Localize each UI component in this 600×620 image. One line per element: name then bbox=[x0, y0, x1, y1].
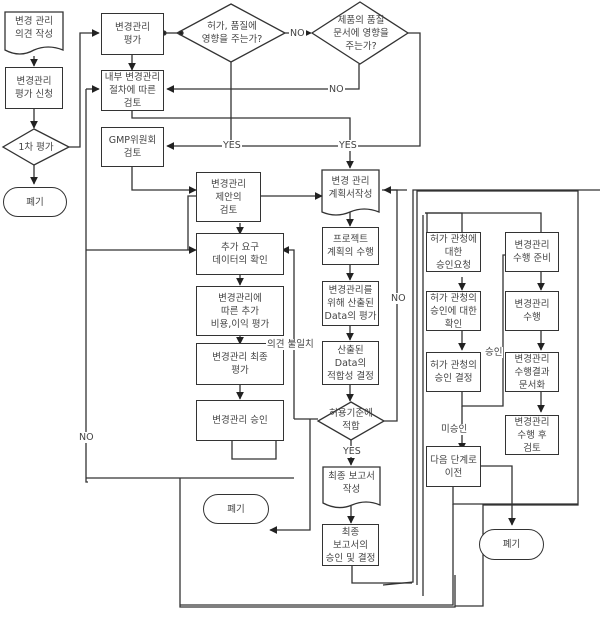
node-plan: 변경 관리 계획서작성 bbox=[328, 176, 373, 200]
node-auth-confirm: 허가 관청의 승인에 대한 확인 bbox=[426, 291, 481, 331]
label-disagree: 의견 불일치 bbox=[266, 339, 315, 350]
node-report: 최종 보고서 작성 bbox=[328, 471, 375, 495]
node-cost: 변경관리에 따른 추가 비용,이익 평가 bbox=[196, 286, 284, 336]
node-project: 프로젝트 계획의 수행 bbox=[322, 227, 379, 265]
node-decision-quality: 허가, 품질에 영향을 주는가? bbox=[201, 21, 263, 45]
decision-doc-shape bbox=[310, 1, 410, 65]
node-extra-data: 추가 요구 데이터의 확인 bbox=[196, 233, 284, 275]
node-discard-2: 폐기 bbox=[203, 494, 269, 524]
label-no-1: NO bbox=[289, 28, 306, 39]
node-auth-decision: 허가 관청의 승인 결정 bbox=[426, 352, 481, 392]
node-document: 변경관리 수행결과 문서화 bbox=[505, 352, 559, 392]
node-eval: 변경관리 평가 bbox=[101, 13, 164, 55]
opinion-doc-shape bbox=[4, 11, 64, 55]
node-perform: 변경관리 수행 bbox=[505, 291, 559, 331]
label-yes-1: YES bbox=[222, 140, 242, 151]
node-proposal: 변경관리 제안의 검토 bbox=[196, 172, 261, 222]
label-approved: 승인 bbox=[484, 347, 504, 358]
node-data-fit: 산출된 Data의 적합성 결정 bbox=[322, 341, 379, 385]
node-first-eval: 1차 평가 bbox=[18, 141, 54, 153]
node-prep: 변경관리 수행 준비 bbox=[505, 232, 559, 272]
node-decision-criteria: 허용기준에 적합 bbox=[329, 408, 373, 432]
node-discard-1: 폐기 bbox=[3, 187, 67, 217]
node-approve: 변경관리 승인 bbox=[196, 400, 284, 441]
label-no-4: NO bbox=[78, 432, 95, 443]
label-no-2: NO bbox=[328, 84, 345, 95]
label-no-3: NO bbox=[390, 293, 407, 304]
node-auth-request: 허가 관청에 대한 승인요청 bbox=[426, 232, 481, 272]
node-decision-doc: 제품의 품질 문서에 영향을 주는가? bbox=[333, 14, 389, 52]
plan-doc-shape bbox=[321, 169, 380, 216]
label-not-approved: 미승인 bbox=[440, 424, 469, 435]
node-review: 변경관리 수행 후 검토 bbox=[505, 415, 559, 455]
node-next-stage: 다음 단계로 이전 bbox=[426, 446, 481, 487]
label-yes-2: YES bbox=[338, 140, 358, 151]
node-internal: 내부 변경관리 절차에 따른 검토 bbox=[101, 70, 164, 111]
report-doc-shape bbox=[322, 466, 381, 509]
node-final-eval: 변경관리 최종 평가 bbox=[196, 343, 284, 385]
node-report-approve: 최종 보고서의 승인 및 결정 bbox=[322, 524, 379, 566]
label-yes-3: YES bbox=[342, 446, 362, 457]
node-opinion: 변경 관리 의견 작성 bbox=[15, 16, 53, 40]
node-gmp: GMP위원회 검토 bbox=[101, 127, 164, 167]
node-apply: 변경관리 평가 신청 bbox=[5, 67, 63, 109]
node-data-eval: 변경관리를 위해 산출된 Data의 평가 bbox=[322, 281, 379, 326]
node-discard-3: 폐기 bbox=[479, 529, 544, 560]
